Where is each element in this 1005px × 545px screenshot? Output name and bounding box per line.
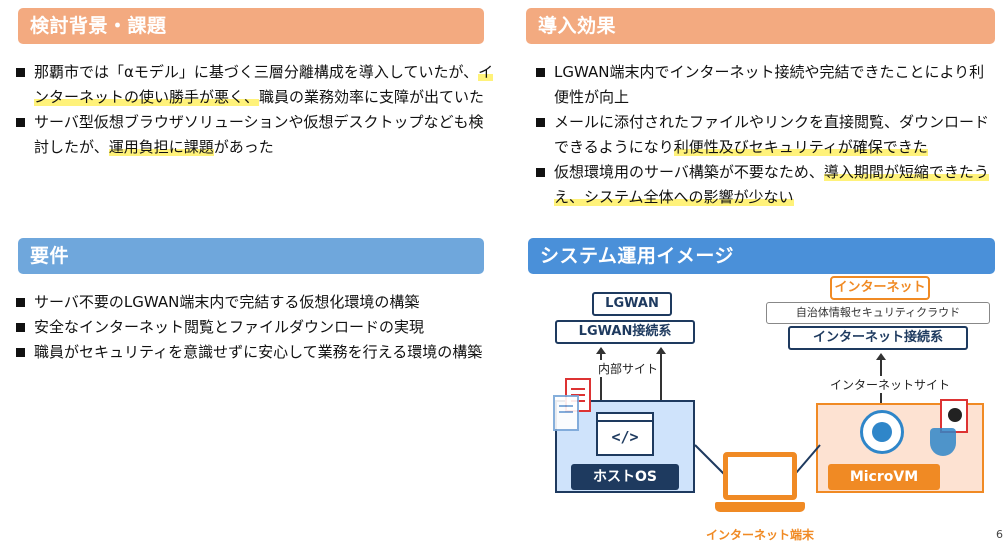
internet-label: インターネット: [830, 276, 930, 300]
shield-icon: [930, 428, 956, 456]
malware-document-icon: [940, 399, 968, 433]
requirements-item: 安全なインターネット閲覧とファイルダウンロードの実現: [14, 315, 484, 340]
requirements-list: サーバ不要のLGWAN端末内で完結する仮想化環境の構築 安全なインターネット閲覧…: [14, 290, 484, 365]
internet-site-label: インターネットサイト: [828, 376, 953, 393]
effect-item: LGWAN端末内でインターネット接続や完結できたことにより利便性が向上: [534, 60, 989, 110]
background-item: 那覇市では「αモデル」に基づく三層分離構成を導入していたが、インターネットの使い…: [14, 60, 494, 110]
shield-globe-icon: [860, 410, 904, 454]
connector-line: [660, 353, 662, 401]
system-header: システム運用イメージ: [528, 238, 995, 274]
arrow-up-icon: [596, 347, 606, 354]
requirements-header: 要件: [18, 238, 484, 274]
lgwan-box: LGWAN: [592, 292, 672, 316]
background-header: 検討背景・課題: [18, 8, 484, 44]
laptop-icon: [715, 452, 805, 516]
requirements-title: 要件: [30, 245, 70, 267]
background-item: サーバ型仮想ブラウザソリューションや仮想デスクトップなども検討したが、運用負担に…: [14, 110, 494, 160]
system-title: システム運用イメージ: [540, 245, 735, 267]
effect-item: メールに添付されたファイルやリンクを直接閲覧、ダウンロードできるようになり利便性…: [534, 110, 989, 160]
host-os-label-box: ホストOS: [571, 464, 679, 490]
microvm-label-box: MicroVM: [828, 464, 940, 490]
security-cloud-box: 自治体情報セキュリティクラウド: [766, 302, 990, 324]
effect-item: 仮想環境用のサーバ構築が不要なため、導入期間が短縮できたうえ、システム全体への影…: [534, 160, 989, 210]
arrow-up-icon: [656, 347, 666, 354]
requirements-item: サーバ不要のLGWAN端末内で完結する仮想化環境の構築: [14, 290, 484, 315]
blue-document-icon: [553, 395, 579, 431]
background-list: 那覇市では「αモデル」に基づく三層分離構成を導入していたが、インターネットの使い…: [14, 60, 494, 160]
internet-connection-box: インターネット接続系: [788, 326, 968, 350]
page-number: 6: [996, 528, 1003, 541]
lgwan-connection-box: LGWAN接続系: [555, 320, 695, 344]
code-window-icon: </>: [596, 412, 654, 456]
arrow-up-icon: [876, 353, 886, 360]
effect-list: LGWAN端末内でインターネット接続や完結できたことにより利便性が向上 メールに…: [534, 60, 989, 210]
terminal-label: インターネット端末: [706, 528, 815, 542]
connector-line: [600, 353, 602, 401]
requirements-item: 職員がセキュリティを意識せずに安心して業務を行える環境の構築: [14, 340, 484, 365]
effect-header: 導入効果: [526, 8, 995, 44]
effect-title: 導入効果: [538, 15, 617, 37]
internal-site-label: 内部サイト: [596, 360, 661, 377]
background-title: 検討背景・課題: [30, 15, 167, 37]
